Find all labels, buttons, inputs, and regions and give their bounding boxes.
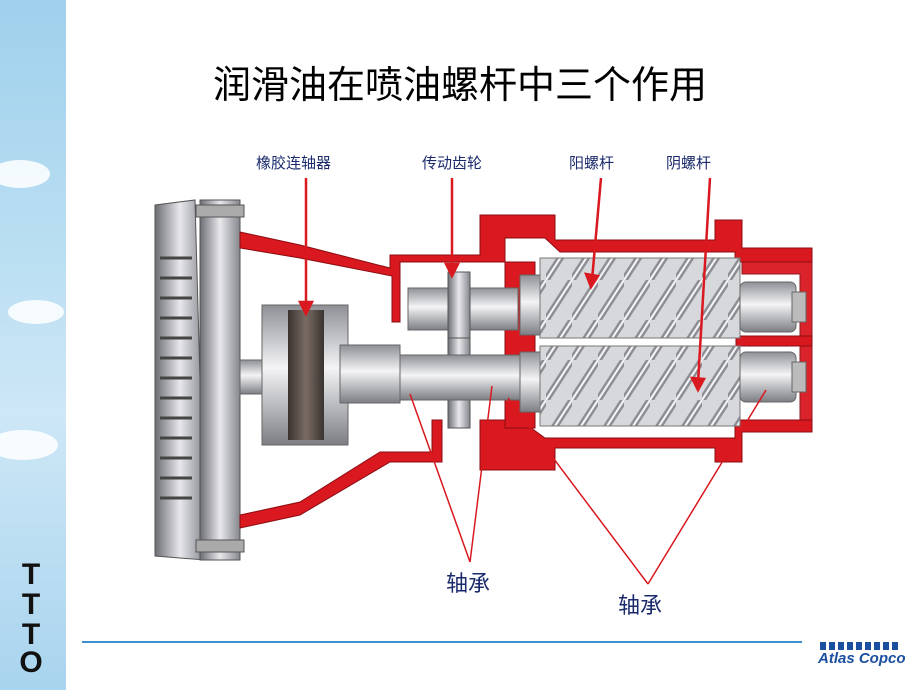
tto-letter: T	[21, 588, 41, 621]
sky-background-strip	[0, 0, 66, 690]
label-rubber-coupling: 橡胶连轴器	[256, 154, 332, 172]
screw-rotors	[539, 257, 807, 427]
label-bearing-right: 轴承	[618, 594, 663, 619]
cloud	[0, 160, 50, 188]
gear-assembly	[399, 271, 561, 429]
label-male-rotor: 阳螺杆	[569, 154, 615, 172]
tto-letter: T	[21, 558, 41, 591]
atlas-copco-logo: Atlas Copco	[818, 650, 906, 667]
atlas-copco-logo-stripes	[820, 642, 900, 650]
cloud	[0, 430, 58, 460]
tto-letter: O	[19, 646, 43, 679]
slide-title: 润滑油在喷油螺杆中三个作用	[212, 63, 707, 107]
tto-letter: T	[21, 618, 41, 651]
label-bearing-left: 轴承	[446, 572, 491, 597]
footer-divider	[82, 641, 802, 643]
label-female-rotor: 阴螺杆	[666, 154, 712, 172]
cloud	[8, 300, 64, 324]
label-drive-gear: 传动齿轮	[422, 154, 483, 172]
rubber-coupling	[261, 304, 401, 446]
